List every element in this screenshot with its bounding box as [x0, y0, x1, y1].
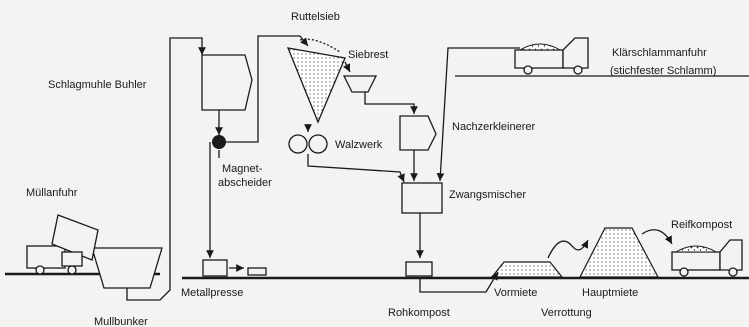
flow-lines: [126, 35, 673, 301]
vormiete-pile: [490, 261, 564, 278]
label-metallpresse: Metallpresse: [181, 287, 243, 299]
label-hauptmiete: Hauptmiete: [582, 287, 638, 299]
label-klarschlamm-1: Klärschlammanfuhr: [612, 47, 707, 59]
label-siebrest: Siebrest: [348, 49, 388, 61]
label-magnet-1: Magnet-: [222, 163, 263, 175]
label-vormiete: Vormiete: [494, 287, 537, 299]
schlagmuhle: [201, 54, 253, 111]
metallpresse: [202, 259, 267, 277]
label-mullbunker: Mullbunker: [94, 316, 148, 327]
siebrest-container: [342, 75, 378, 93]
magnetabscheider: [212, 135, 226, 149]
label-zwangsmischer: Zwangsmischer: [449, 189, 526, 201]
nachzerkleinerer: [399, 115, 437, 151]
label-reifkompost: Reifkompost: [671, 219, 732, 231]
ruttelsieb: [286, 38, 346, 124]
sludge-truck: [514, 37, 589, 75]
hauptmiete-pile: [579, 227, 659, 278]
label-verrottung: Verrottung: [541, 307, 592, 319]
label-klarschlamm-2: (stichfester Schlamm): [610, 65, 716, 77]
reifkompost-truck: [671, 239, 743, 277]
label-schlagmuhle: Schlagmuhle Buhler: [48, 79, 147, 91]
label-ruttelsieb: Ruttelsieb: [291, 11, 340, 23]
label-magnet-2: abscheider: [218, 177, 272, 189]
zwangsmischer: [401, 182, 443, 214]
label-walzwerk: Walzwerk: [335, 139, 383, 151]
rohkompost-pile: [405, 261, 433, 277]
walzwerk-rollers: [288, 134, 328, 154]
mullbunker: [91, 247, 163, 289]
label-rohkompost: Rohkompost: [388, 307, 450, 319]
label-nachzerkleinerer: Nachzerkleinerer: [452, 121, 535, 133]
label-mullanfuhr: Müllanfuhr: [26, 187, 78, 199]
garbage-truck: [26, 214, 99, 275]
